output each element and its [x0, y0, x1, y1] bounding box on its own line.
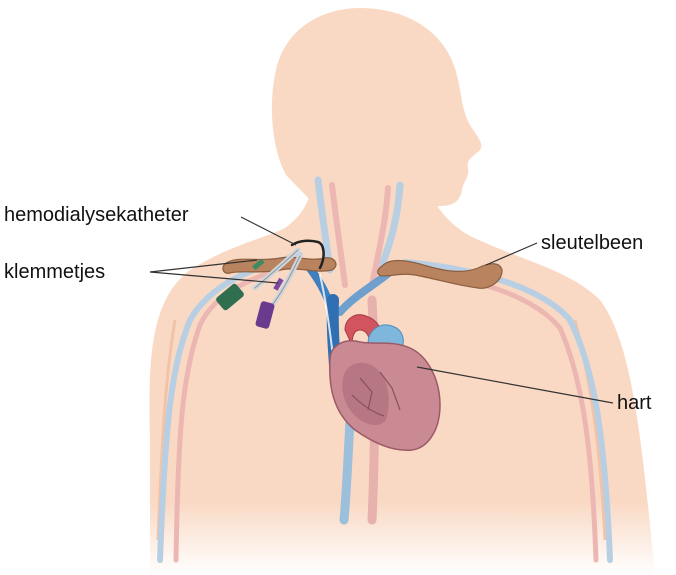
label-collarbone: sleutelbeen [541, 232, 643, 254]
head [272, 8, 481, 210]
label-clamps: klemmetjes [4, 261, 105, 283]
label-catheter: hemodialysekatheter [4, 204, 189, 226]
label-heart: hart [617, 392, 652, 414]
inferior-vena-cava [344, 420, 350, 520]
